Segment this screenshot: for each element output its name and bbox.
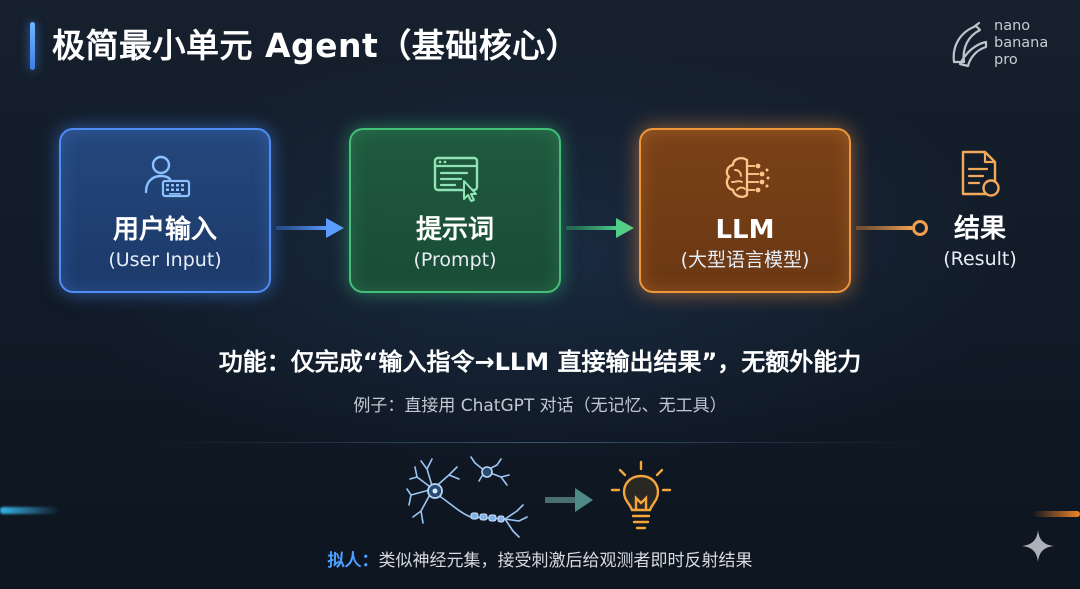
- node-prompt: 提示词 (Prompt): [349, 128, 561, 293]
- neuron-icon: [406, 456, 528, 538]
- analogy-lead: 拟人：: [327, 551, 379, 571]
- flow-arrow-input-to-prompt: [276, 218, 344, 238]
- sparkle-icon: [1022, 530, 1054, 562]
- brand-line-3: pro: [994, 52, 1018, 68]
- node-llm: LLM (大型语言模型): [639, 128, 851, 293]
- stimulus-arrow-icon: [545, 488, 593, 512]
- node-label: LLM: [715, 215, 775, 245]
- node-label: 用户输入: [112, 215, 217, 245]
- node-label: 提示词: [415, 215, 494, 245]
- feature-description: 功能：仅完成“输入指令→LLM 直接输出结果”，无额外能力: [218, 348, 862, 376]
- left-edge-glow: [0, 507, 60, 514]
- flow-connector-llm-to-result: [856, 220, 928, 236]
- result-sublabel: (Result): [943, 248, 1017, 270]
- right-edge-glow: [1032, 511, 1080, 517]
- document-check-icon: [961, 150, 1000, 197]
- analogy-body: 类似神经元集，接受刺激后给观测者即时反射结果: [378, 551, 753, 571]
- flow-arrow-prompt-to-llm: [566, 218, 634, 238]
- page-title: 极简最小单元 Agent（基础核心）: [52, 26, 580, 65]
- brand-line-1: nano: [994, 18, 1031, 34]
- user-keyboard-icon: [144, 155, 191, 198]
- section-divider: [150, 442, 930, 443]
- example-text: 例子：直接用 ChatGPT 对话（无记忆、无工具）: [353, 396, 727, 416]
- banana-icon: [952, 22, 988, 68]
- analogy-text: 拟人：类似神经元集，接受刺激后给观测者即时反射结果: [0, 547, 1080, 575]
- result-output: 结果 (Result): [925, 148, 1035, 272]
- node-sublabel: (User Input): [108, 249, 222, 271]
- result-label: 结果: [953, 214, 1006, 244]
- title-accent-bar: [30, 22, 35, 70]
- prompt-window-icon: [433, 156, 479, 202]
- brand-logo: nano banana pro: [946, 18, 1066, 70]
- lightbulb-icon: [610, 460, 672, 530]
- node-sublabel: (Prompt): [413, 249, 497, 271]
- brain-circuit-icon: [725, 157, 770, 198]
- brand-name: nano banana pro: [994, 18, 1048, 69]
- node-user-input: 用户输入 (User Input): [59, 128, 271, 293]
- node-sublabel: (大型语言模型): [680, 249, 810, 271]
- brand-line-2: banana: [994, 35, 1049, 51]
